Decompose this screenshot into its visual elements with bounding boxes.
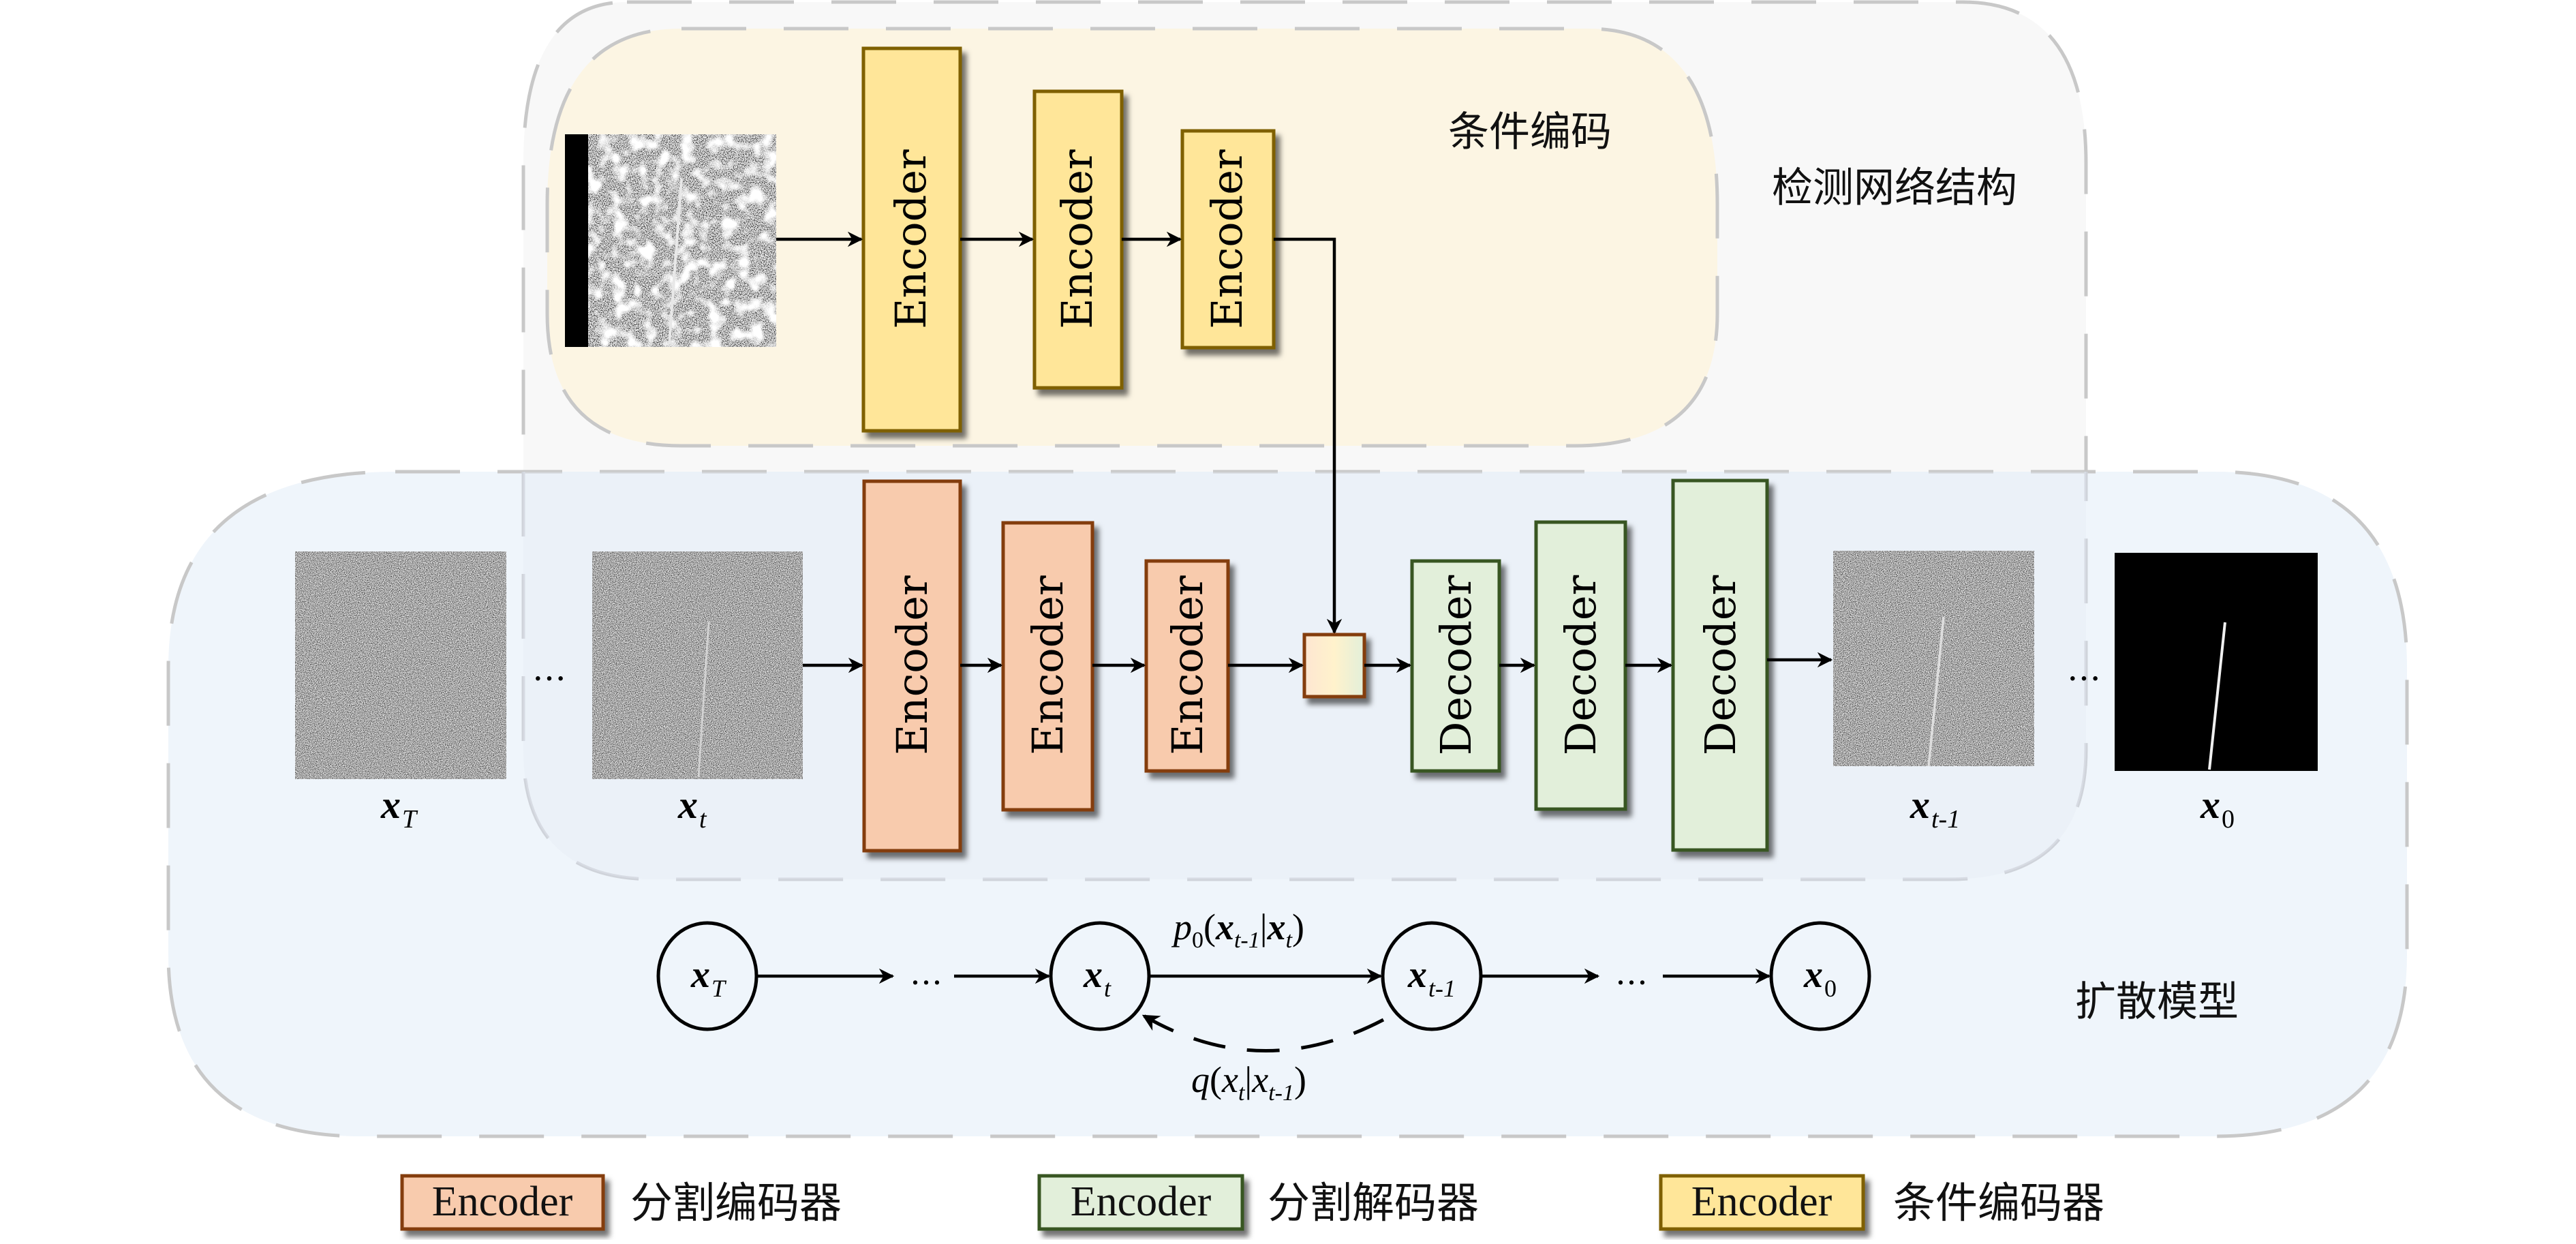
- image-xT: [295, 551, 506, 779]
- chain-node-xT-label: x T: [690, 954, 727, 1002]
- condition-encoder-3-label: Encoder: [1202, 149, 1252, 329]
- svg-text:t: t: [1104, 975, 1111, 1002]
- legend-item-segmentation-encoder: Encoder 分割编码器: [400, 1174, 842, 1231]
- image-x0: [2115, 553, 2318, 771]
- condition-encoding-label: 条件编码: [1448, 108, 1612, 156]
- condition-encoder-2: Encoder: [1032, 89, 1124, 390]
- condition-encoder-1: Encoder: [861, 46, 962, 433]
- ellipsis-right: …: [2067, 649, 2101, 688]
- image-xt-minus-1: [1833, 551, 2034, 767]
- segmentation-decoder-3-label: Decoder: [1696, 575, 1745, 755]
- svg-text:q(xt|xt-1): q(xt|xt-1): [1191, 1059, 1306, 1106]
- segmentation-decoder-3: Decoder: [1671, 479, 1769, 852]
- segmentation-encoder-2: Encoder: [1001, 521, 1094, 812]
- legend-item-condition-encoder: Encoder 条件编码器: [1659, 1174, 2104, 1231]
- label-x0: x 0: [2200, 783, 2235, 834]
- label-xT: x T: [380, 783, 418, 834]
- diffusion-model-label: 扩散模型: [2075, 978, 2239, 1026]
- chain-node-xt-minus-1-label: x t-1: [1407, 954, 1456, 1002]
- legend: Encoder 分割编码器 Encoder 分割解码器 Encoder 条件编码…: [400, 1174, 2104, 1231]
- fusion-block: [1302, 633, 1366, 699]
- chain-forward-dashed-arrow: [1141, 1014, 1385, 1052]
- svg-text:x: x: [1910, 783, 1930, 827]
- svg-text:T: T: [711, 975, 727, 1002]
- segmentation-decoder-2-label: Decoder: [1556, 575, 1606, 755]
- legend-item-segmentation-decoder: Encoder 分割解码器: [1037, 1174, 1479, 1231]
- markov-chain: x T x t x t-1 x 0 … … p0(xt-1|xt): [656, 907, 1871, 1106]
- svg-text:x: x: [690, 954, 710, 996]
- chain-node-x0-label: x 0: [1803, 954, 1837, 1002]
- svg-text:t-1: t-1: [1428, 975, 1456, 1002]
- svg-text:x: x: [677, 783, 698, 827]
- segmentation-encoder-1: Encoder: [862, 479, 962, 853]
- chain-node-x0: [1769, 921, 1871, 1031]
- segmentation-decoder-2: Decoder: [1534, 520, 1627, 811]
- svg-text:0: 0: [2222, 805, 2235, 834]
- condition-encoding-region: [545, 27, 1719, 448]
- segmentation-encoder-1-label: Encoder: [887, 575, 937, 755]
- segmentation-encoder-3: Encoder: [1144, 559, 1230, 773]
- svg-text:x: x: [380, 783, 401, 827]
- condition-input-image: [565, 134, 776, 347]
- svg-text:x: x: [1407, 954, 1427, 996]
- chain-ellipsis-left: …: [910, 954, 942, 992]
- condition-encoder-2-label: Encoder: [1052, 149, 1102, 329]
- arrow-condition-to-fusion: [1274, 237, 1343, 635]
- ellipsis-left: …: [532, 649, 566, 688]
- svg-text:分割解码器: 分割解码器: [1268, 1178, 1479, 1228]
- image-xt: [592, 551, 803, 779]
- segmentation-decoder-1: Decoder: [1410, 559, 1501, 773]
- label-xt-minus-1: x t-1: [1910, 783, 1960, 834]
- label-xt: x t: [677, 783, 707, 834]
- detection-network-label: 检测网络结构: [1772, 164, 2017, 212]
- svg-text:x: x: [1803, 954, 1823, 996]
- svg-text:p0(xt-1|xt): p0(xt-1|xt): [1171, 907, 1304, 953]
- forward-process-label: q(xt|xt-1): [1191, 1059, 1306, 1106]
- svg-text:Encoder: Encoder: [1071, 1179, 1212, 1225]
- svg-text:条件编码器: 条件编码器: [1893, 1178, 2104, 1228]
- svg-text:0: 0: [1824, 975, 1837, 1002]
- segmentation-encoder-2-label: Encoder: [1023, 575, 1073, 755]
- condition-encoder-1-label: Encoder: [886, 149, 936, 329]
- svg-text:分割编码器: 分割编码器: [630, 1178, 842, 1228]
- segmentation-decoder-1-label: Decoder: [1431, 575, 1481, 755]
- svg-text:x: x: [1083, 954, 1103, 996]
- svg-text:t: t: [699, 805, 707, 834]
- svg-text:Encoder: Encoder: [1691, 1179, 1833, 1225]
- chain-node-xt-label: x t: [1083, 954, 1111, 1002]
- svg-text:T: T: [402, 805, 418, 834]
- segmentation-encoder-3-label: Encoder: [1163, 575, 1212, 755]
- svg-text:x: x: [2200, 783, 2220, 827]
- svg-text:t-1: t-1: [1931, 805, 1960, 834]
- detection-region-overlap-outline: [521, 472, 2088, 881]
- reverse-process-label: p0(xt-1|xt): [1171, 907, 1304, 953]
- chain-ellipsis-right: …: [1615, 954, 1648, 992]
- svg-text:Encoder: Encoder: [432, 1179, 573, 1225]
- condition-encoder-3: Encoder: [1180, 129, 1276, 350]
